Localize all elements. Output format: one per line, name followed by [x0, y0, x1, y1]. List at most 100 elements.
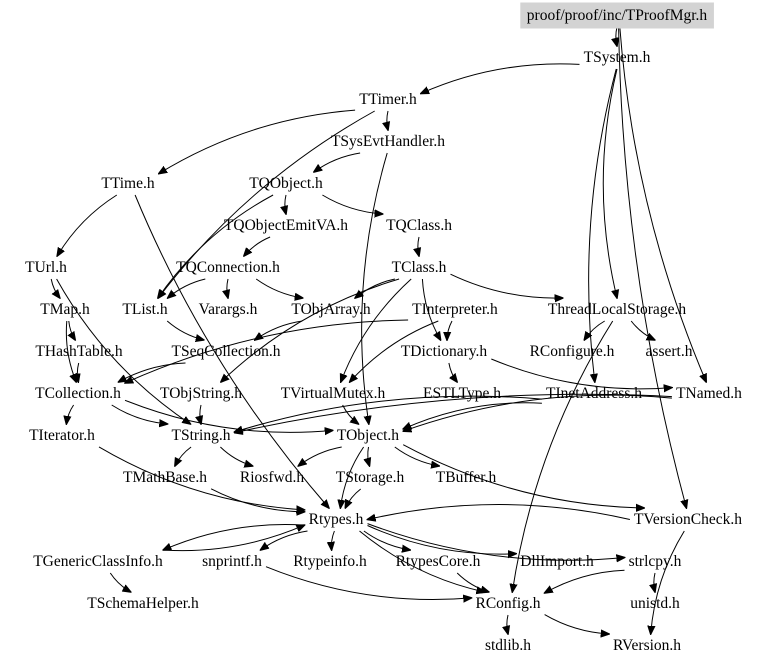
- header-node[interactable]: strlcpy.h: [629, 553, 682, 570]
- dependency-edge: [618, 26, 687, 508]
- dependency-edge: [403, 402, 542, 429]
- node-label: assert.h: [646, 343, 693, 360]
- header-node[interactable]: THashTable.h: [35, 343, 122, 360]
- header-node[interactable]: stdlib.h: [485, 637, 531, 654]
- dependency-edge: [163, 525, 304, 552]
- dependency-edge: [616, 26, 617, 46]
- header-node[interactable]: Varargs.h: [199, 301, 258, 318]
- dependency-edge: [545, 569, 625, 593]
- header-node[interactable]: Riosfwd.h: [240, 469, 304, 486]
- header-node[interactable]: TTime.h: [101, 175, 155, 192]
- dependency-edge: [367, 523, 625, 561]
- dependency-edge: [235, 393, 672, 432]
- node-label: TStorage.h: [336, 469, 405, 486]
- header-node[interactable]: TMathBase.h: [123, 469, 207, 486]
- root-file-node[interactable]: proof/proof/inc/TProofMgr.h: [520, 2, 714, 29]
- header-node[interactable]: ThreadLocalStorage.h: [548, 301, 686, 318]
- header-node[interactable]: TDictionary.h: [401, 343, 488, 360]
- header-node[interactable]: TSysEvtHandler.h: [331, 133, 445, 150]
- header-node[interactable]: TSeqCollection.h: [172, 343, 281, 360]
- header-node[interactable]: DllImport.h: [520, 553, 594, 570]
- header-node[interactable]: TQClass.h: [386, 217, 452, 234]
- header-node[interactable]: TUrl.h: [25, 259, 67, 276]
- dependency-edge: [255, 278, 303, 298]
- node-label: TQClass.h: [386, 217, 452, 234]
- dependency-edge: [168, 278, 206, 298]
- header-node[interactable]: RtypesCore.h: [396, 553, 481, 570]
- dependency-edge: [448, 362, 457, 382]
- header-node[interactable]: TGenericClassInfo.h: [33, 553, 163, 570]
- node-label: THashTable.h: [35, 343, 122, 360]
- dependency-edge: [402, 444, 644, 508]
- node-label: DllImport.h: [520, 553, 594, 570]
- header-node[interactable]: TNamed.h: [676, 385, 742, 402]
- dependency-edge: [322, 194, 382, 214]
- dependency-edge: [651, 530, 685, 634]
- dependency-edge: [298, 446, 342, 466]
- node-label: TMap.h: [40, 301, 90, 318]
- header-node[interactable]: snprintf.h: [202, 553, 262, 570]
- node-label: TNamed.h: [676, 385, 742, 402]
- header-node[interactable]: TObject.h: [337, 427, 399, 444]
- node-label: TUrl.h: [25, 259, 67, 276]
- dependency-edge: [134, 194, 329, 508]
- header-node[interactable]: TClass.h: [392, 259, 447, 276]
- header-node[interactable]: TQObject.h: [249, 175, 323, 192]
- node-label: TObjArray.h: [291, 301, 370, 318]
- header-node[interactable]: unistd.h: [630, 595, 680, 612]
- edge-layer: [50, 26, 706, 634]
- dependency-edge: [394, 446, 439, 466]
- dependency-edge: [341, 278, 412, 382]
- node-label: TVirtualMutex.h: [281, 385, 386, 402]
- header-node[interactable]: TTimer.h: [359, 91, 417, 108]
- header-node[interactable]: RConfigure.h: [530, 343, 615, 360]
- header-node[interactable]: TQObjectEmitVA.h: [224, 217, 348, 234]
- node-label: TObject.h: [337, 427, 399, 444]
- dependency-edge: [158, 194, 274, 298]
- header-node[interactable]: TIterator.h: [29, 427, 95, 444]
- header-node[interactable]: RVersion.h: [613, 637, 681, 654]
- header-node[interactable]: TVersionCheck.h: [634, 511, 742, 528]
- dependency-edge: [403, 394, 672, 431]
- node-label: RtypesCore.h: [396, 553, 481, 570]
- header-node[interactable]: Rtypes.h: [309, 511, 364, 528]
- dependency-edge: [331, 530, 334, 550]
- dependency-edge: [450, 273, 563, 298]
- header-node[interactable]: RConfig.h: [475, 595, 540, 612]
- header-node[interactable]: TQConnection.h: [176, 259, 280, 276]
- node-label: TGenericClassInfo.h: [33, 553, 163, 570]
- header-node[interactable]: TMap.h: [40, 301, 90, 318]
- dependency-edge: [69, 320, 75, 340]
- dependency-edge: [588, 68, 617, 382]
- node-label: proof/proof/inc/TProofMgr.h: [527, 7, 708, 24]
- node-label: RConfigure.h: [530, 343, 615, 360]
- dependency-edge: [507, 614, 508, 634]
- header-node[interactable]: TVirtualMutex.h: [281, 385, 386, 402]
- dependency-edge: [227, 278, 228, 298]
- header-node[interactable]: TSchemaHelper.h: [87, 595, 199, 612]
- header-node[interactable]: TObjArray.h: [291, 301, 370, 318]
- header-node[interactable]: assert.h: [646, 343, 693, 360]
- dependency-edge: [619, 26, 706, 382]
- header-node[interactable]: TStorage.h: [336, 469, 405, 486]
- header-node[interactable]: TObjString.h: [160, 385, 242, 402]
- header-node[interactable]: TInterpreter.h: [412, 301, 498, 318]
- header-node[interactable]: TBuffer.h: [436, 469, 497, 486]
- dependency-edge: [56, 278, 191, 424]
- header-node[interactable]: TInetAddress.h: [546, 385, 642, 402]
- header-node[interactable]: TSystem.h: [584, 49, 651, 66]
- dependency-edge: [421, 63, 580, 94]
- dependency-edge: [166, 320, 204, 340]
- node-label: ThreadLocalStorage.h: [548, 301, 686, 318]
- node-label: TVersionCheck.h: [634, 511, 742, 528]
- dependency-edge: [584, 320, 605, 340]
- dependency-edge: [512, 320, 614, 592]
- header-node[interactable]: TList.h: [122, 301, 167, 318]
- dependency-edge: [125, 319, 409, 383]
- header-node[interactable]: TString.h: [172, 427, 231, 444]
- header-node[interactable]: Rtypeinfo.h: [293, 553, 367, 570]
- header-node[interactable]: ESTLType.h: [423, 385, 501, 402]
- dependency-edge: [77, 362, 78, 382]
- header-node[interactable]: TCollection.h: [35, 385, 121, 402]
- dependency-edge: [159, 109, 356, 174]
